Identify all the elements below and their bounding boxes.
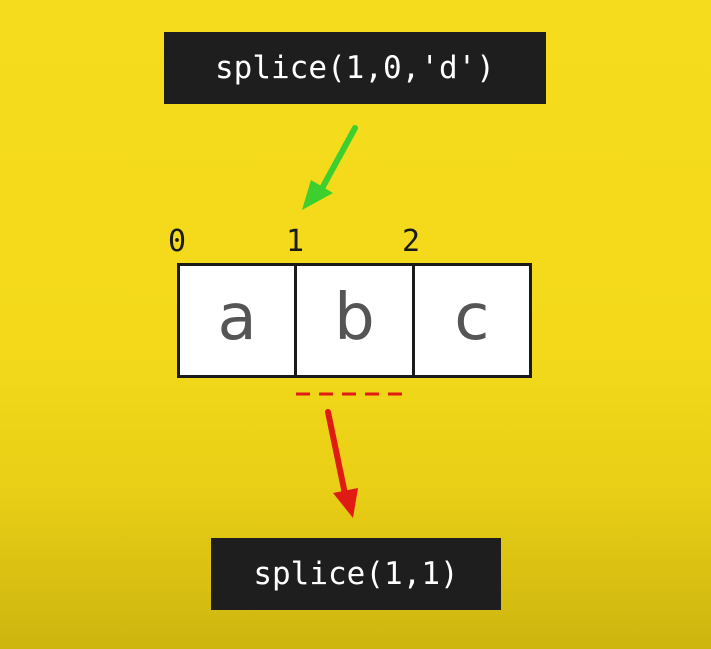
index-label-1: 1 xyxy=(286,224,305,259)
index-label-2: 2 xyxy=(402,224,421,259)
remove-code-label: splice(1,1) xyxy=(211,538,501,610)
remove-arrow xyxy=(325,409,358,518)
array-box: a b c xyxy=(177,263,532,378)
insert-arrow xyxy=(302,125,358,210)
array-cell-1: b xyxy=(297,266,415,375)
array-cell-0: a xyxy=(180,266,298,375)
insert-code-label: splice(1,0,'d') xyxy=(164,32,546,104)
array-cell-2: c xyxy=(454,280,490,355)
index-label-0: 0 xyxy=(168,224,187,259)
